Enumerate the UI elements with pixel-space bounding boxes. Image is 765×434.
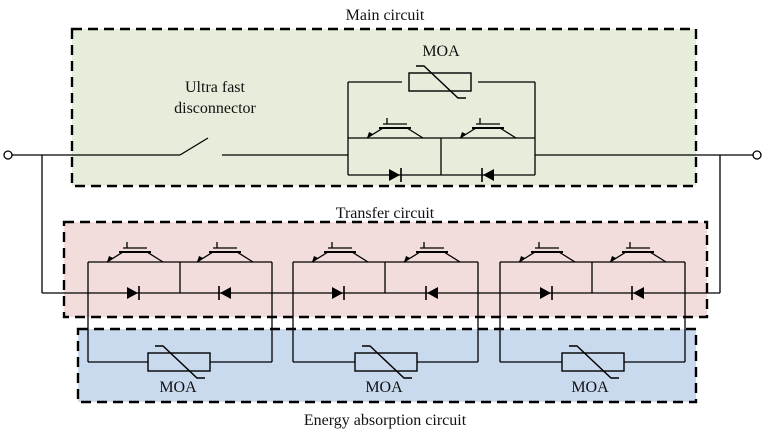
energy-absorption-label: Energy absorption circuit <box>304 412 467 429</box>
moa-1-label: MOA <box>159 379 197 396</box>
disconnector-label-line2: disconnector <box>174 100 256 117</box>
main-circuit-box <box>70 27 698 188</box>
moa-2-label: MOA <box>365 379 403 396</box>
energy-absorption-box <box>76 327 698 404</box>
moa-main-label: MOA <box>422 43 460 60</box>
main-circuit-label: Main circuit <box>346 7 425 24</box>
right-terminal <box>752 150 762 160</box>
disconnector-label-line1: Ultra fast <box>185 79 246 96</box>
transfer-module-3 <box>499 241 686 379</box>
moa-3-label: MOA <box>571 379 609 396</box>
main-breaker-module <box>347 65 536 183</box>
main-line <box>12 137 753 294</box>
left-terminal <box>3 150 13 160</box>
transfer-module-2 <box>292 241 479 379</box>
transfer-module-1 <box>87 241 273 379</box>
transfer-circuit-label: Transfer circuit <box>336 205 435 222</box>
